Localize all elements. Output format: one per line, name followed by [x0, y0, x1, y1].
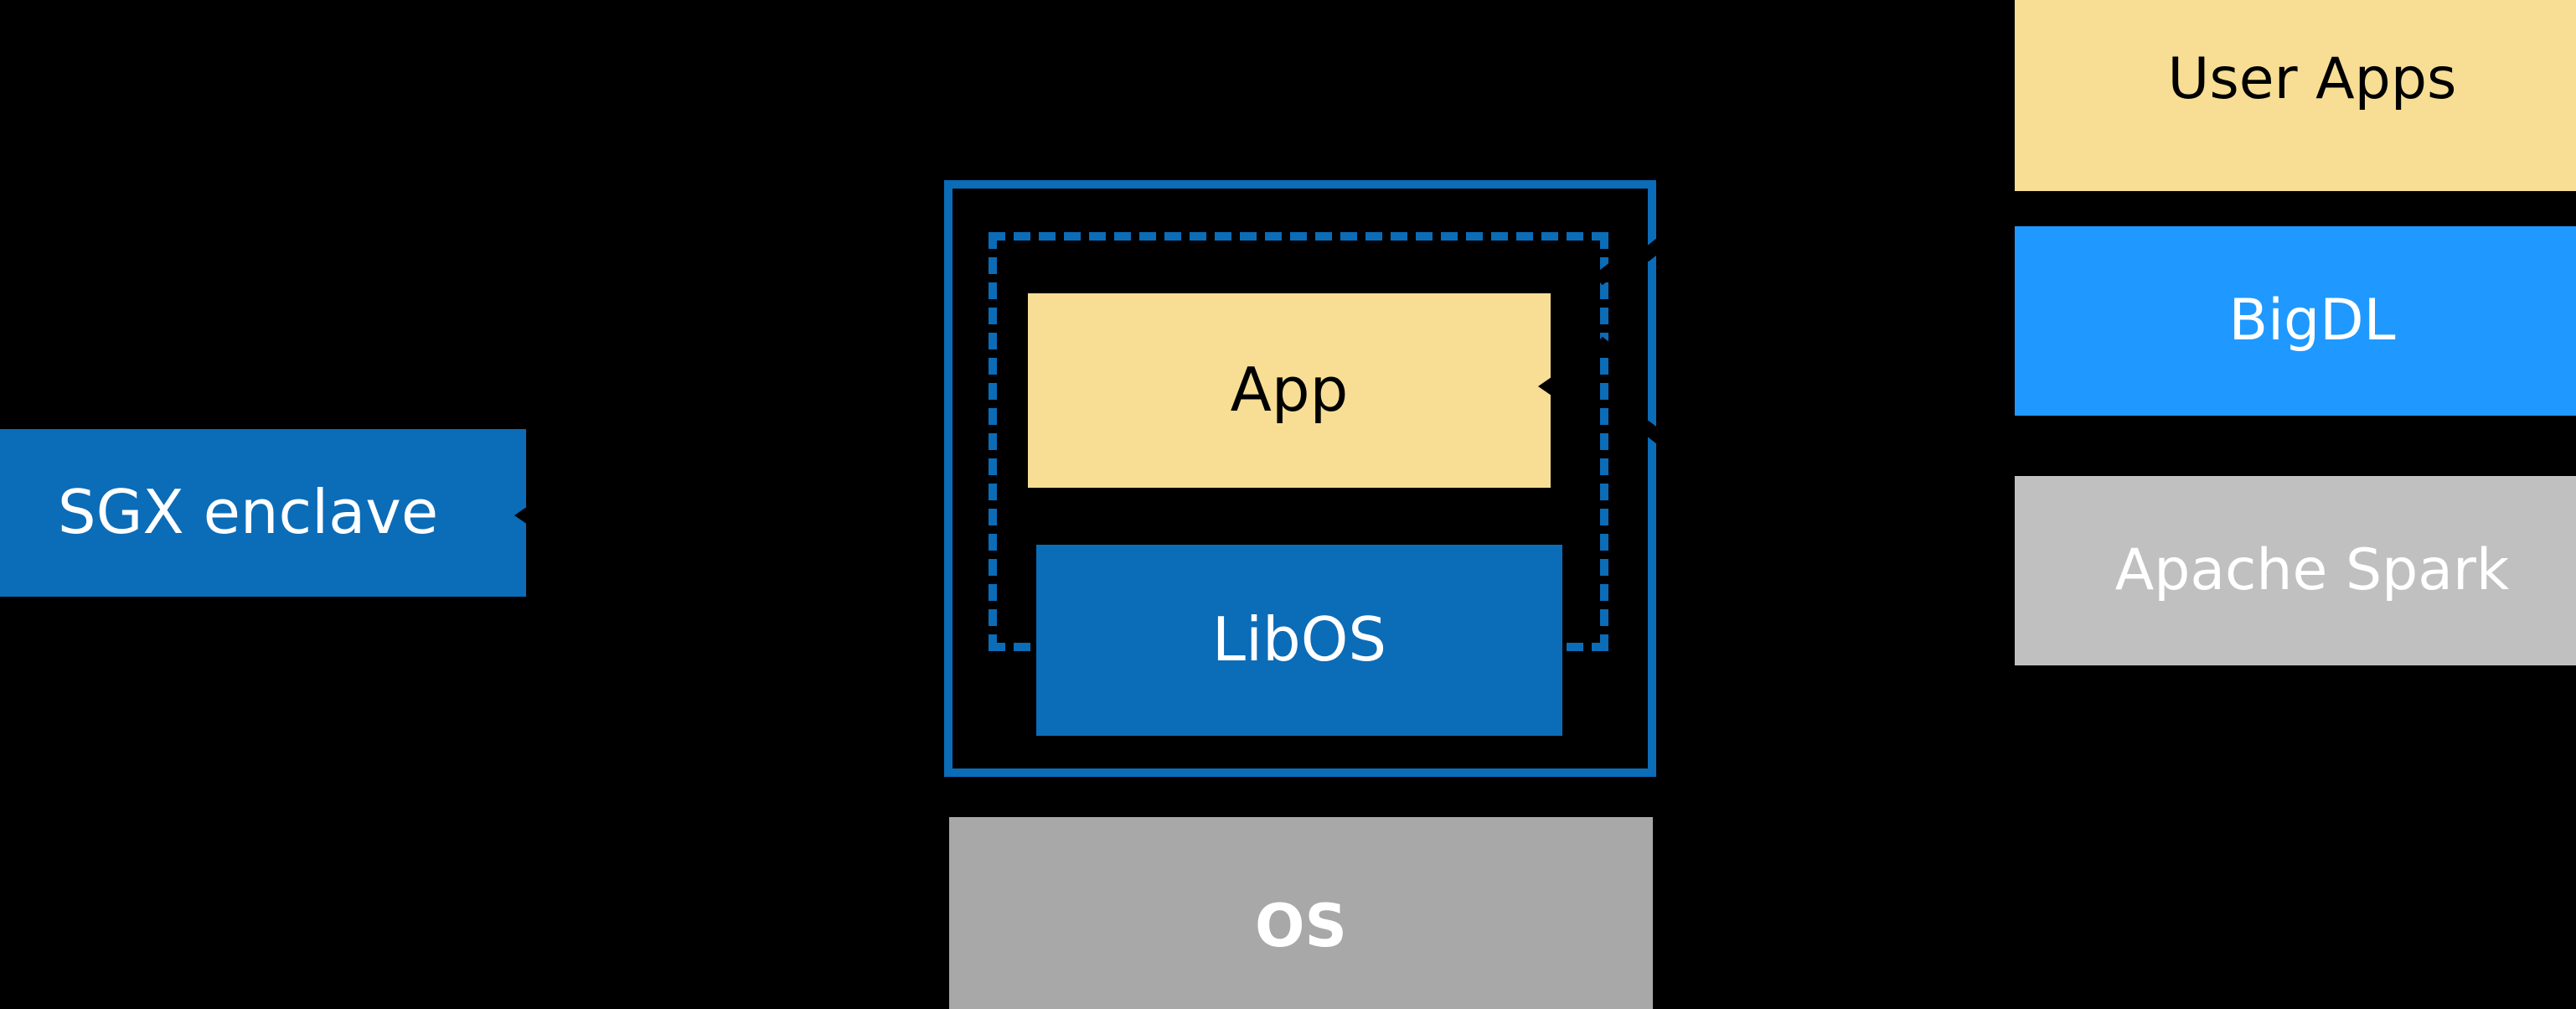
user-apps-box: User Apps — [2015, 0, 2576, 191]
sgx-enclave-box: SGX enclave — [0, 429, 526, 597]
os-label: OS — [1255, 891, 1347, 960]
bigdl-box: BigDL — [2015, 226, 2576, 416]
enclave-boundary-frame — [944, 180, 1656, 777]
sgx-enclave-label: SGX enclave — [57, 477, 439, 548]
bigdl-label: BigDL — [2228, 287, 2396, 354]
user-apps-label: User Apps — [2167, 45, 2457, 112]
app-label: App — [1230, 354, 1349, 426]
arrow-into-sgx-enclave-icon — [514, 506, 528, 525]
libos-box: LibOS — [1036, 545, 1562, 736]
apache-spark-label: Apache Spark — [2114, 536, 2510, 603]
app-box: App — [1028, 293, 1551, 488]
os-box: OS — [949, 817, 1653, 1009]
apache-spark-box: Apache Spark — [2015, 476, 2576, 665]
libos-label: LibOS — [1211, 604, 1387, 675]
arrow-into-app-icon — [1538, 377, 1551, 396]
